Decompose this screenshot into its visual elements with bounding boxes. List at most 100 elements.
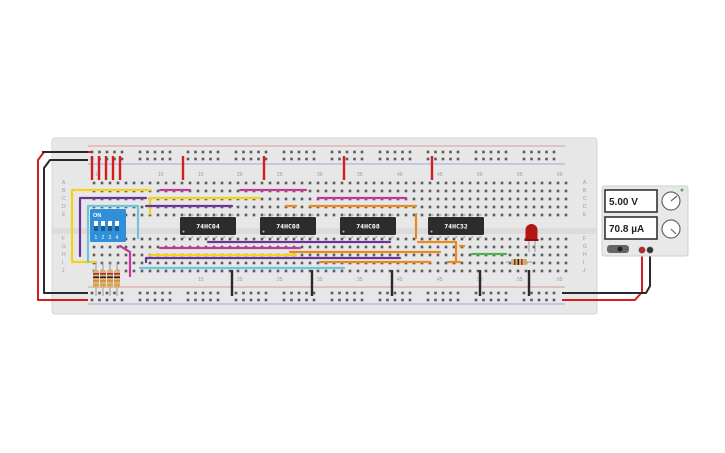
breadboard-hole[interactable]	[356, 181, 360, 185]
breadboard-hole[interactable]	[380, 237, 384, 241]
breadboard-hole[interactable]	[257, 298, 260, 302]
breadboard-hole[interactable]	[540, 213, 544, 217]
breadboard-hole[interactable]	[537, 291, 541, 295]
breadboard-hole[interactable]	[340, 213, 344, 217]
breadboard-hole[interactable]	[452, 205, 456, 209]
breadboard-hole[interactable]	[340, 245, 344, 249]
breadboard-hole[interactable]	[364, 189, 368, 193]
breadboard-hole[interactable]	[428, 213, 432, 217]
breadboard-hole[interactable]	[504, 150, 508, 154]
breadboard-hole[interactable]	[196, 261, 200, 265]
breadboard-hole[interactable]	[428, 181, 432, 185]
breadboard-hole[interactable]	[476, 261, 480, 265]
breadboard-hole[interactable]	[434, 150, 437, 154]
breadboard-hole[interactable]	[456, 150, 460, 154]
breadboard-hole[interactable]	[220, 261, 224, 265]
breadboard-hole[interactable]	[386, 298, 389, 302]
breadboard-hole[interactable]	[468, 245, 472, 249]
breadboard-hole[interactable]	[312, 157, 316, 161]
breadboard-hole[interactable]	[460, 189, 464, 193]
breadboard-hole[interactable]	[353, 150, 356, 154]
breadboard-hole[interactable]	[209, 298, 212, 302]
breadboard-hole[interactable]	[124, 245, 128, 249]
breadboard-hole[interactable]	[140, 253, 144, 257]
breadboard-hole[interactable]	[532, 253, 536, 257]
breadboard-hole[interactable]	[353, 291, 356, 295]
breadboard-hole[interactable]	[108, 253, 112, 257]
signal-wires[interactable]	[70, 188, 508, 278]
breadboard-hole[interactable]	[276, 261, 280, 265]
breadboard-hole[interactable]	[436, 189, 440, 193]
breadboard-hole[interactable]	[364, 181, 368, 185]
breadboard-hole[interactable]	[324, 269, 328, 273]
breadboard-hole[interactable]	[228, 261, 232, 265]
breadboard-hole[interactable]	[168, 157, 172, 161]
breadboard-hole[interactable]	[282, 291, 286, 295]
breadboard-hole[interactable]	[497, 298, 500, 302]
breadboard-hole[interactable]	[330, 291, 334, 295]
breadboard-hole[interactable]	[460, 213, 464, 217]
breadboard-hole[interactable]	[284, 237, 288, 241]
resistor-array[interactable]	[93, 262, 120, 296]
breadboard-hole[interactable]	[500, 189, 504, 193]
purple-wire[interactable]	[78, 196, 148, 216]
breadboard-hole[interactable]	[140, 237, 144, 241]
breadboard-hole[interactable]	[260, 213, 264, 217]
breadboard-hole[interactable]	[156, 261, 160, 265]
breadboard-hole[interactable]	[476, 189, 480, 193]
breadboard-hole[interactable]	[220, 237, 224, 241]
breadboard-hole[interactable]	[252, 261, 256, 265]
breadboard-hole[interactable]	[340, 237, 344, 241]
breadboard-hole[interactable]	[420, 213, 424, 217]
breadboard-hole[interactable]	[100, 245, 104, 249]
breadboard-hole[interactable]	[420, 189, 424, 193]
breadboard-hole[interactable]	[404, 253, 408, 257]
breadboard-hole[interactable]	[308, 181, 312, 185]
breadboard-hole[interactable]	[340, 189, 344, 193]
breadboard-hole[interactable]	[522, 150, 526, 154]
breadboard-hole[interactable]	[105, 150, 109, 154]
breadboard-hole[interactable]	[316, 237, 320, 241]
breadboard-hole[interactable]	[548, 261, 552, 265]
breadboard-hole[interactable]	[116, 245, 120, 249]
breadboard-hole[interactable]	[330, 298, 334, 302]
breadboard-hole[interactable]	[372, 237, 376, 241]
breadboard-hole[interactable]	[460, 197, 464, 201]
breadboard-hole[interactable]	[545, 157, 548, 161]
voltage-knob[interactable]	[661, 191, 681, 211]
breadboard-hole[interactable]	[564, 213, 568, 217]
breadboard-hole[interactable]	[372, 245, 376, 249]
breadboard-hole[interactable]	[420, 197, 424, 201]
breadboard-hole[interactable]	[156, 269, 160, 273]
breadboard-hole[interactable]	[340, 253, 344, 257]
breadboard-hole[interactable]	[276, 269, 280, 273]
breadboard-hole[interactable]	[420, 245, 424, 249]
breadboard-hole[interactable]	[500, 213, 504, 217]
breadboard-hole[interactable]	[124, 181, 128, 185]
breadboard-hole[interactable]	[436, 261, 440, 265]
breadboard-hole[interactable]	[404, 237, 408, 241]
breadboard-hole[interactable]	[537, 150, 541, 154]
breadboard-hole[interactable]	[552, 298, 556, 302]
breadboard-hole[interactable]	[548, 245, 552, 249]
breadboard-hole[interactable]	[92, 245, 96, 249]
breadboard-hole[interactable]	[444, 213, 448, 217]
breadboard-hole[interactable]	[436, 213, 440, 217]
breadboard-hole[interactable]	[522, 291, 526, 295]
breadboard-hole[interactable]	[474, 291, 478, 295]
red-wire[interactable]	[562, 251, 643, 301]
breadboard-hole[interactable]	[264, 157, 268, 161]
breadboard-hole[interactable]	[360, 150, 364, 154]
breadboard-hole[interactable]	[138, 298, 142, 302]
breadboard-hole[interactable]	[452, 197, 456, 201]
breadboard-hole[interactable]	[332, 269, 336, 273]
breadboard-hole[interactable]	[508, 205, 512, 209]
led-resistor[interactable]	[506, 259, 532, 265]
breadboard-hole[interactable]	[332, 189, 336, 193]
breadboard-hole[interactable]	[194, 298, 197, 302]
breadboard-hole[interactable]	[388, 253, 392, 257]
breadboard-hole[interactable]	[186, 298, 190, 302]
breadboard-hole[interactable]	[484, 197, 488, 201]
breadboard-hole[interactable]	[345, 150, 349, 154]
breadboard-hole[interactable]	[564, 197, 568, 201]
